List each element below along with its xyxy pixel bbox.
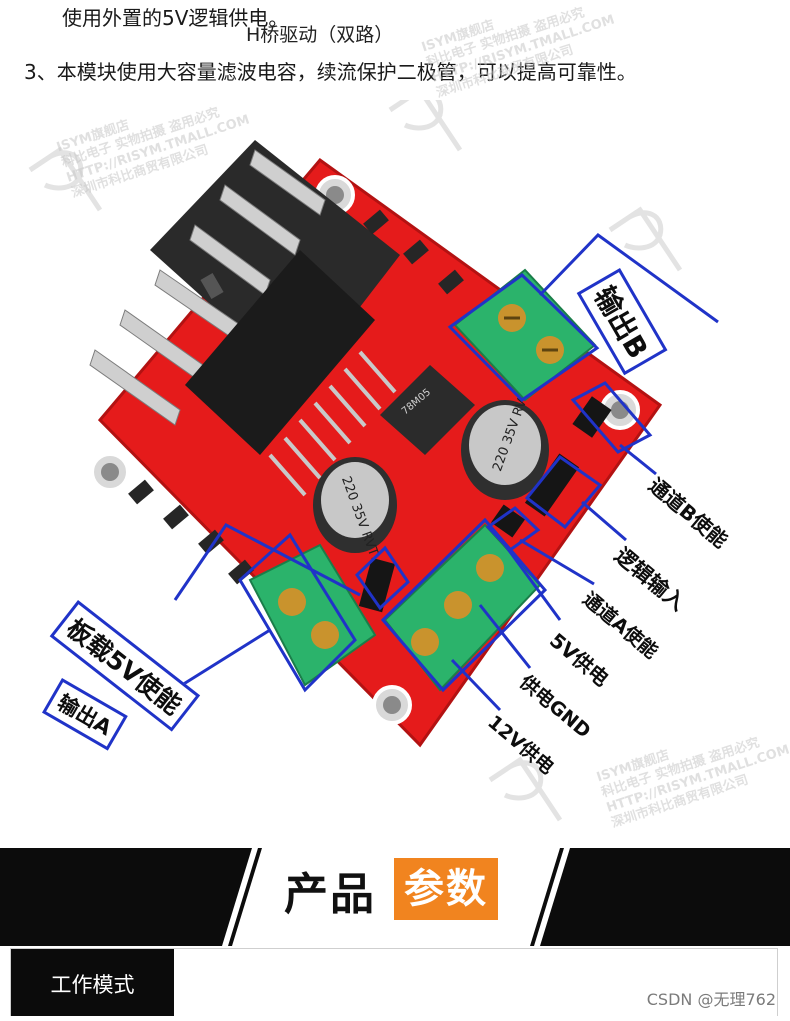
param-value-work-mode: H桥驱动（双路） <box>246 24 394 46</box>
source-credit: CSDN @无理762 <box>646 990 776 1009</box>
intro-line-3: 3、本模块使用大容量滤波电容，续流保护二极管，可以提高可靠性。 <box>24 60 637 84</box>
driver-chip <box>185 250 397 497</box>
param-label-work-mode: 工作模式 <box>11 949 174 1016</box>
terminal-block-b <box>453 268 597 402</box>
terminal-block-power <box>383 523 542 692</box>
banner-title: 产品 <box>284 869 376 920</box>
watermark-text-1: ISYM旗舰店科比电子 实物拍摄 盗用必究 HTTP://RISYM.TMALL… <box>419 5 617 102</box>
params-table: 工作模式 <box>10 948 778 1016</box>
intro-line-1: 使用外置的5V逻辑供电。 <box>62 6 289 30</box>
watermark-logo <box>28 100 683 822</box>
header-pins <box>358 396 612 613</box>
capacitor-1: 220 35V RVT <box>313 457 397 558</box>
product-photo: 78M05 220 35V RVT 220 35V RVT <box>28 100 719 822</box>
voltage-regulator: 78M05 <box>380 365 475 455</box>
banner-highlight: 参数 <box>394 858 498 920</box>
capacitor-2: 220 35V RVT <box>461 390 549 500</box>
diodes <box>128 209 464 585</box>
